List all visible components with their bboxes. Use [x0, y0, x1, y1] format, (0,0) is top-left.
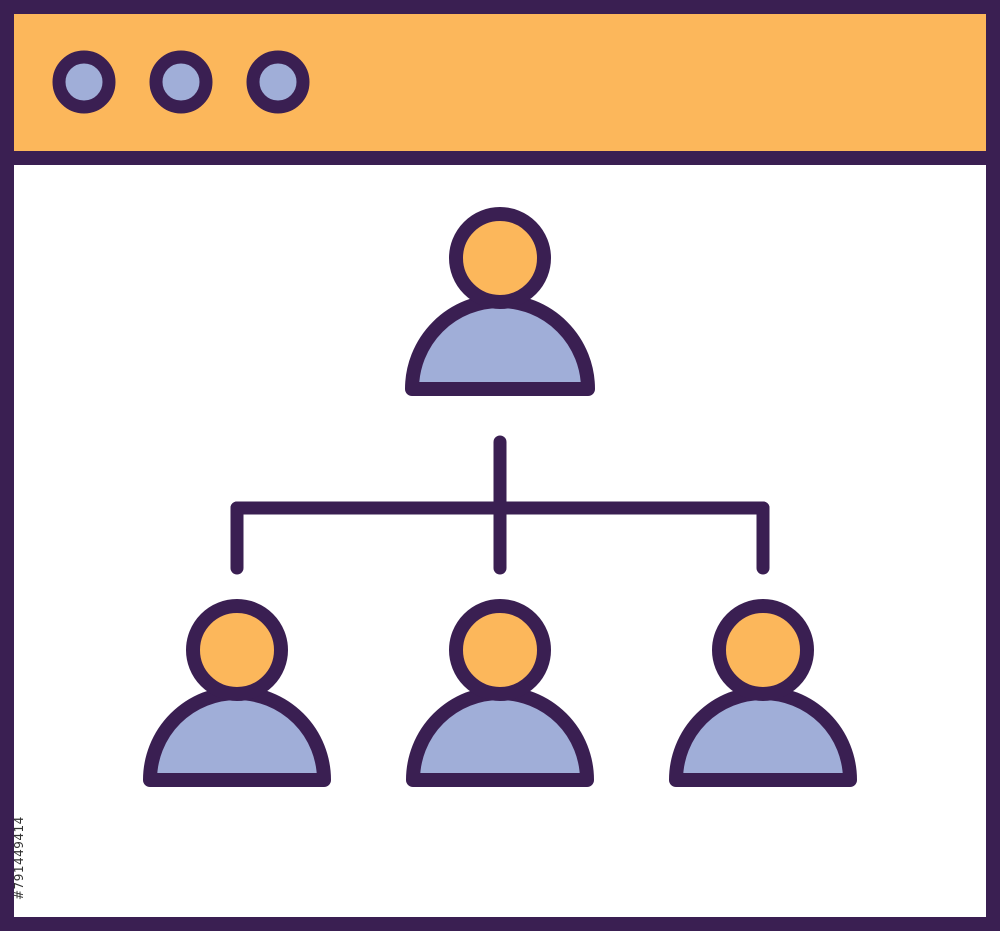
stock-id-label: #791449414 [12, 816, 26, 900]
window-dot-icon [149, 50, 213, 114]
person-head [712, 599, 814, 701]
person-top-icon [405, 207, 595, 396]
person-head [449, 207, 551, 309]
person-right-icon [669, 599, 857, 787]
person-head [449, 599, 551, 701]
window-dot-icon [52, 50, 116, 114]
person-head [186, 599, 288, 701]
org-chart-connectors [230, 435, 770, 575]
window-dot-icon [246, 50, 310, 114]
person-center-icon [406, 599, 594, 787]
person-left-icon [143, 599, 331, 787]
